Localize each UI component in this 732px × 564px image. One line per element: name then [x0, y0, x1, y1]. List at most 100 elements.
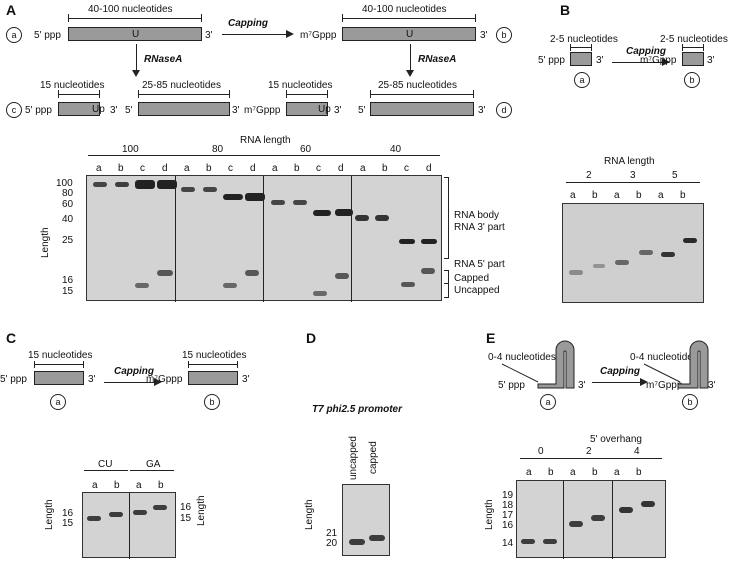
panel-b-3prime-a: 3'	[596, 55, 604, 66]
panel-d-lane-capped: capped	[368, 441, 379, 474]
panel-d-marker-20: 20	[326, 538, 338, 549]
panel-b-capping: Capping	[626, 46, 666, 57]
panel-e-3prime-b: 3'	[708, 380, 716, 391]
gel-e-marker-18: 18	[502, 500, 514, 511]
panel-c-5prime: 5' ppp	[0, 374, 27, 385]
capping-arrow-label: Capping	[228, 18, 268, 29]
gel-band	[245, 193, 265, 201]
gel-band	[271, 200, 285, 205]
gel-band	[87, 516, 101, 521]
gel-band	[313, 210, 331, 216]
gel-c-ylabel-right: Length	[196, 495, 207, 526]
gel-e-group-4: 4	[634, 446, 640, 457]
construct-a-badge: a	[6, 27, 22, 43]
product-c-5frag	[58, 102, 100, 116]
gel-band	[569, 521, 583, 527]
marker-40: 40	[62, 214, 74, 225]
gel-band	[355, 215, 369, 221]
gel-a	[86, 175, 442, 302]
label-uncapped: Uncapped	[454, 285, 500, 296]
gel-band	[349, 539, 365, 545]
gel-a-lane-d: d	[250, 163, 256, 174]
frag25-label-c: 25-85 nucleotides	[142, 80, 221, 91]
gel-band	[569, 270, 583, 275]
gel-band	[135, 283, 149, 288]
gel-e-lane-a: a	[614, 467, 620, 478]
gel-b-lane-a: a	[614, 190, 620, 201]
panel-c-rna-a	[34, 371, 84, 385]
gel-c	[82, 492, 176, 559]
panel-c-length-a: 15 nucleotides	[28, 350, 93, 361]
panel-e-overhang-a: 0-4 nucleotides	[488, 352, 556, 363]
gel-band	[109, 512, 123, 517]
gel-a-lane-d: d	[162, 163, 168, 174]
frag15-label-c: 15 nucleotides	[40, 80, 105, 91]
product-d-up: Up	[318, 104, 331, 115]
product-d-body-3prime: 3'	[478, 105, 486, 116]
panel-b-cap5: m⁷Gppp	[640, 55, 677, 66]
panel-d-lane-uncapped: uncapped	[348, 436, 359, 480]
gel-a-lane-d: d	[338, 163, 344, 174]
gel-a-lane-c: c	[228, 163, 233, 174]
gel-a-lane-a: a	[360, 163, 366, 174]
panel-label-b: B	[560, 2, 571, 18]
gel-band	[153, 505, 167, 510]
gel-c-lane-b: b	[114, 480, 120, 491]
construct-b-length: 40-100 nucleotides	[362, 4, 447, 15]
gel-b-lane-b: b	[680, 190, 686, 201]
product-d-body-5prime: 5'	[358, 105, 366, 116]
panel-b-5prime: 5' ppp	[538, 55, 565, 66]
product-d-badge: d	[496, 102, 512, 118]
product-d-body	[370, 102, 474, 116]
product-c-body	[138, 102, 230, 116]
panel-e-cap5: m⁷Gppp	[646, 380, 683, 391]
gel-c-group-GA: GA	[146, 459, 161, 470]
gel-a-group-40: 40	[390, 144, 402, 155]
gel-e-lane-b: b	[592, 467, 598, 478]
gel-band	[115, 182, 129, 187]
rnase-label-1: RNaseA	[144, 54, 183, 65]
label-rna-3part: RNA 3' part	[454, 222, 505, 233]
gel-c-marker-15-right: 15	[180, 513, 192, 524]
panel-label-c: C	[6, 330, 17, 346]
construct-a-u: U	[132, 29, 140, 40]
gel-a-lane-c: c	[140, 163, 145, 174]
gel-a-lane-b: b	[294, 163, 300, 174]
gel-c-lane-b: b	[158, 480, 164, 491]
gel-e	[516, 480, 666, 559]
gel-a-lane-a: a	[96, 163, 102, 174]
panel-d-marker-21: 21	[326, 528, 338, 539]
gel-band	[421, 239, 437, 244]
gel-e-marker-14: 14	[502, 538, 514, 549]
gel-a-group-100: 100	[122, 144, 139, 155]
gel-band	[335, 273, 349, 279]
construct-b-3prime: 3'	[480, 30, 488, 41]
gel-a-group-60: 60	[300, 144, 312, 155]
product-c-5prime: 5' ppp	[25, 105, 52, 116]
gel-band	[543, 539, 557, 544]
gel-e-lane-b: b	[636, 467, 642, 478]
panel-e-5prime: 5' ppp	[498, 380, 525, 391]
gel-band	[593, 264, 605, 268]
gel-band	[335, 209, 353, 216]
gel-a-lane-c: c	[316, 163, 321, 174]
gel-c-lane-a: a	[92, 480, 98, 491]
product-d-3prime: 3'	[334, 105, 342, 116]
hairpin-b	[677, 340, 709, 389]
construct-a-5prime: 5' ppp	[34, 30, 61, 41]
gel-band	[203, 187, 217, 192]
gel-band	[293, 200, 307, 205]
gel-band	[157, 180, 177, 189]
gel-band	[157, 270, 173, 276]
hairpin-a	[537, 340, 575, 389]
gel-b-group-2: 2	[586, 170, 592, 181]
product-c-badge: c	[6, 102, 22, 118]
panel-b-rna-a	[570, 52, 592, 66]
panel-b-length: 2-5 nucleotides	[550, 34, 618, 45]
gel-a-lane-b: b	[206, 163, 212, 174]
label-rna-5part: RNA 5' part	[454, 259, 505, 270]
panel-b-length-b: 2-5 nucleotides	[660, 34, 728, 45]
construct-b-5prime: m⁷Gppp	[300, 30, 337, 41]
gel-c-lane-a: a	[136, 480, 142, 491]
product-c-body-3prime: 3'	[232, 105, 240, 116]
